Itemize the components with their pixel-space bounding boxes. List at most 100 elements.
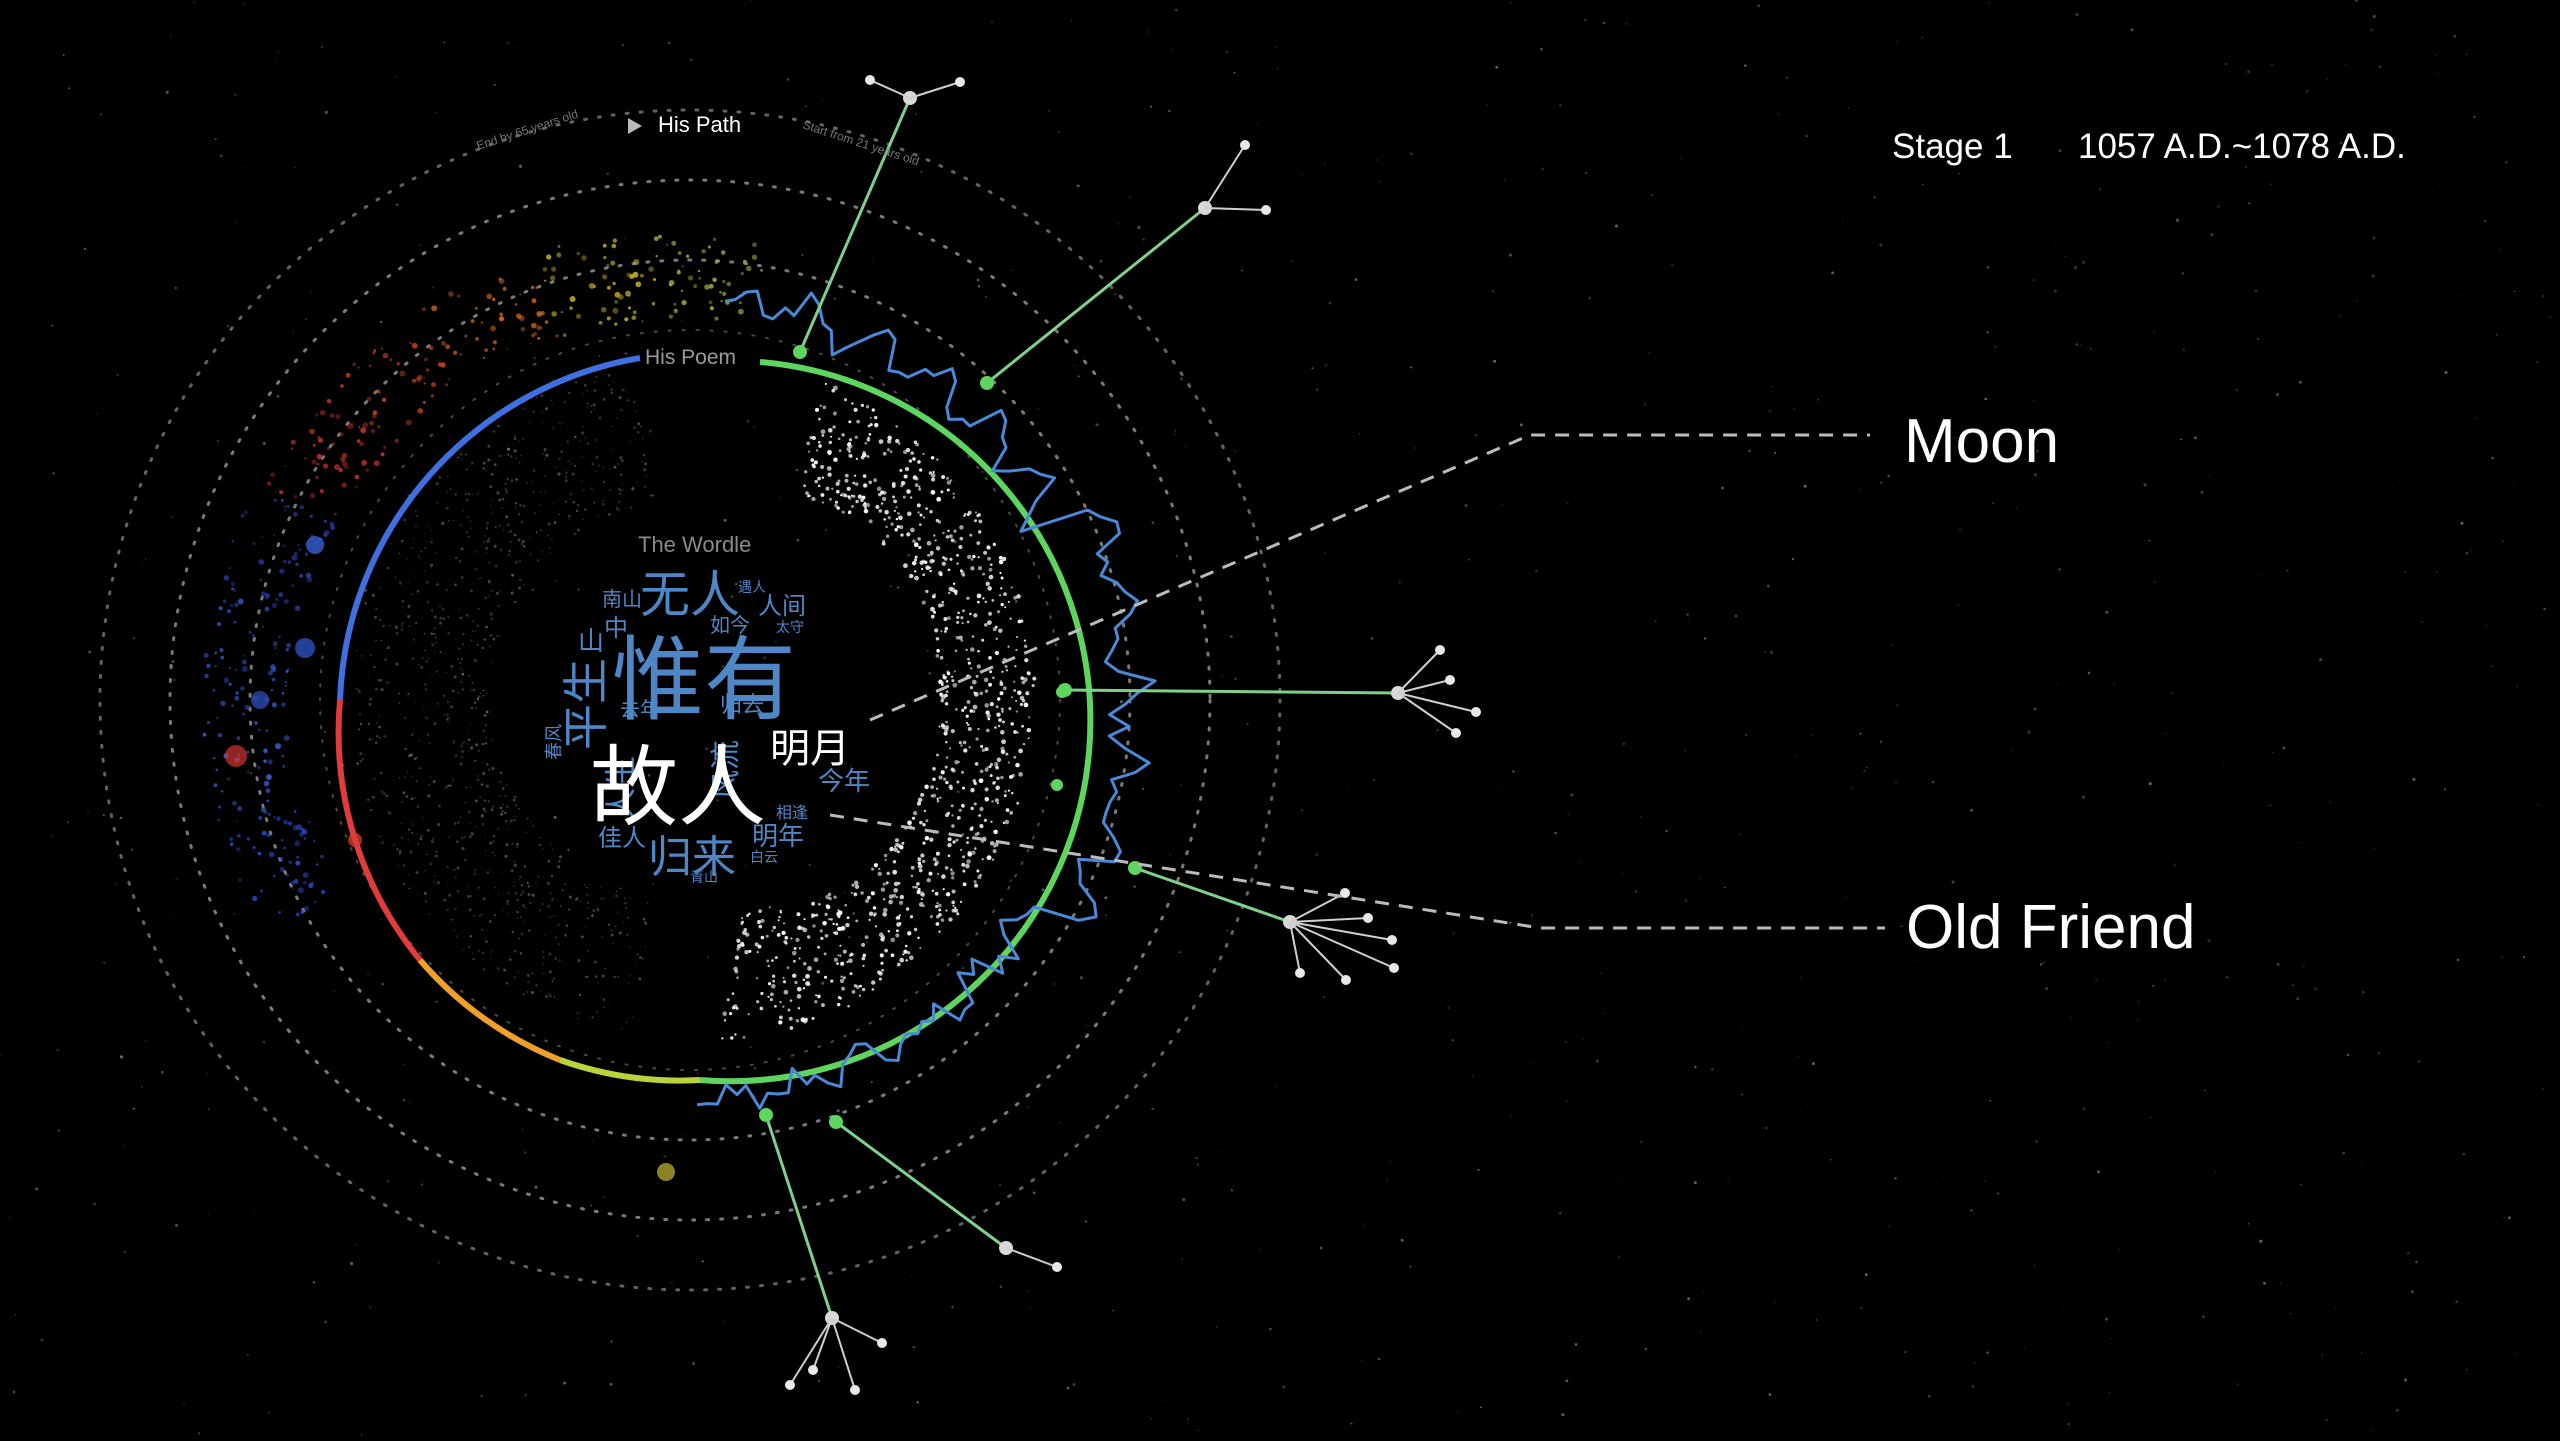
poem-dot bbox=[811, 901, 816, 906]
poem-dot bbox=[427, 656, 430, 659]
poem-dot bbox=[754, 942, 759, 947]
poem-dot bbox=[974, 511, 978, 514]
star-speck bbox=[174, 286, 177, 290]
poem-dot bbox=[527, 893, 531, 896]
path-dot bbox=[341, 452, 348, 458]
poem-dot bbox=[369, 697, 373, 701]
star-speck bbox=[808, 863, 811, 867]
poem-dot bbox=[923, 809, 926, 813]
poem-dot bbox=[760, 918, 765, 923]
poem-dot bbox=[395, 631, 399, 635]
star-speck bbox=[2282, 746, 2286, 750]
star-speck bbox=[1472, 1074, 1474, 1076]
star-speck bbox=[2245, 166, 2247, 168]
poem-dot bbox=[615, 417, 618, 419]
poem-dot bbox=[977, 649, 980, 653]
star-speck bbox=[1665, 829, 1668, 833]
poem-dot bbox=[868, 433, 872, 436]
poem-dot bbox=[361, 758, 365, 761]
poem-dot bbox=[426, 600, 430, 604]
star-speck bbox=[132, 637, 135, 640]
star-speck bbox=[485, 820, 486, 821]
wordle-word: 无人 bbox=[640, 566, 740, 624]
path-dot bbox=[287, 560, 292, 565]
poem-dot bbox=[930, 606, 935, 612]
star-speck bbox=[2299, 380, 2302, 384]
poem-dot bbox=[416, 805, 420, 808]
star-speck bbox=[1112, 883, 1114, 885]
poem-dot bbox=[814, 479, 818, 484]
poem-dot bbox=[506, 477, 510, 481]
poem-dot bbox=[979, 824, 984, 829]
poem-dot bbox=[459, 616, 463, 620]
poem-dot bbox=[941, 475, 946, 479]
poem-dot bbox=[464, 859, 467, 862]
star-speck bbox=[408, 1101, 412, 1105]
poem-dot bbox=[811, 496, 816, 502]
poem-dot bbox=[996, 776, 1000, 781]
poem-dot bbox=[896, 525, 900, 529]
poem-dot bbox=[486, 539, 490, 543]
star-speck bbox=[175, 1224, 178, 1227]
poem-dot bbox=[950, 675, 954, 678]
star-speck bbox=[250, 772, 253, 774]
star-speck bbox=[2465, 552, 2468, 555]
poem-dot bbox=[441, 467, 444, 470]
poem-dot bbox=[597, 904, 600, 907]
poem-dot bbox=[386, 566, 390, 570]
poem-dot bbox=[437, 823, 440, 826]
poem-dot bbox=[585, 976, 587, 979]
star-speck bbox=[1986, 1258, 1988, 1260]
poem-dot bbox=[502, 871, 504, 873]
star-speck bbox=[447, 615, 450, 618]
star-speck bbox=[2207, 476, 2209, 478]
star-speck bbox=[236, 820, 238, 822]
star-speck bbox=[312, 128, 314, 129]
poem-dot bbox=[475, 551, 478, 553]
poem-dot bbox=[934, 891, 939, 896]
poem-dot bbox=[467, 743, 469, 745]
star-speck bbox=[1525, 907, 1526, 909]
star-speck bbox=[2537, 1111, 2540, 1114]
poem-dot bbox=[486, 711, 489, 714]
poem-dot bbox=[529, 423, 531, 425]
poem-dot bbox=[917, 460, 921, 464]
path-dot bbox=[542, 267, 548, 272]
poem-dot bbox=[545, 994, 549, 999]
star-speck bbox=[832, 762, 836, 766]
poem-dot bbox=[958, 635, 963, 640]
poem-dot bbox=[796, 986, 802, 992]
star-speck bbox=[2027, 730, 2031, 734]
star-speck bbox=[170, 914, 172, 917]
star-speck bbox=[609, 1382, 613, 1386]
poem-dot bbox=[767, 964, 771, 968]
poem-dot bbox=[411, 657, 415, 660]
poem-dot bbox=[960, 639, 964, 642]
path-dot bbox=[720, 250, 726, 255]
star-speck bbox=[2217, 205, 2220, 208]
star-speck bbox=[1410, 366, 1413, 369]
poem-dot bbox=[447, 632, 451, 635]
poem-dot bbox=[519, 952, 523, 955]
poem-dot bbox=[423, 707, 425, 710]
poem-dot bbox=[965, 863, 970, 869]
path-dot bbox=[304, 552, 309, 556]
poem-dot bbox=[425, 580, 429, 584]
poem-dot bbox=[865, 404, 870, 409]
poem-dot bbox=[410, 593, 414, 596]
poem-dot bbox=[995, 705, 999, 709]
poem-dot bbox=[620, 931, 623, 934]
star-speck bbox=[1859, 732, 1862, 735]
star-speck bbox=[2420, 621, 2423, 624]
poem-dot bbox=[1016, 731, 1019, 734]
star-speck bbox=[2521, 1157, 2523, 1159]
branch-twig bbox=[831, 1317, 856, 1391]
star-speck bbox=[1461, 232, 1463, 234]
poem-dot bbox=[1027, 737, 1030, 740]
poem-dot bbox=[885, 534, 890, 538]
poem-dot bbox=[977, 530, 982, 534]
poem-dot bbox=[621, 488, 624, 491]
poem-dot bbox=[538, 908, 542, 912]
path-dot bbox=[343, 464, 349, 470]
poem-dot bbox=[447, 720, 450, 723]
